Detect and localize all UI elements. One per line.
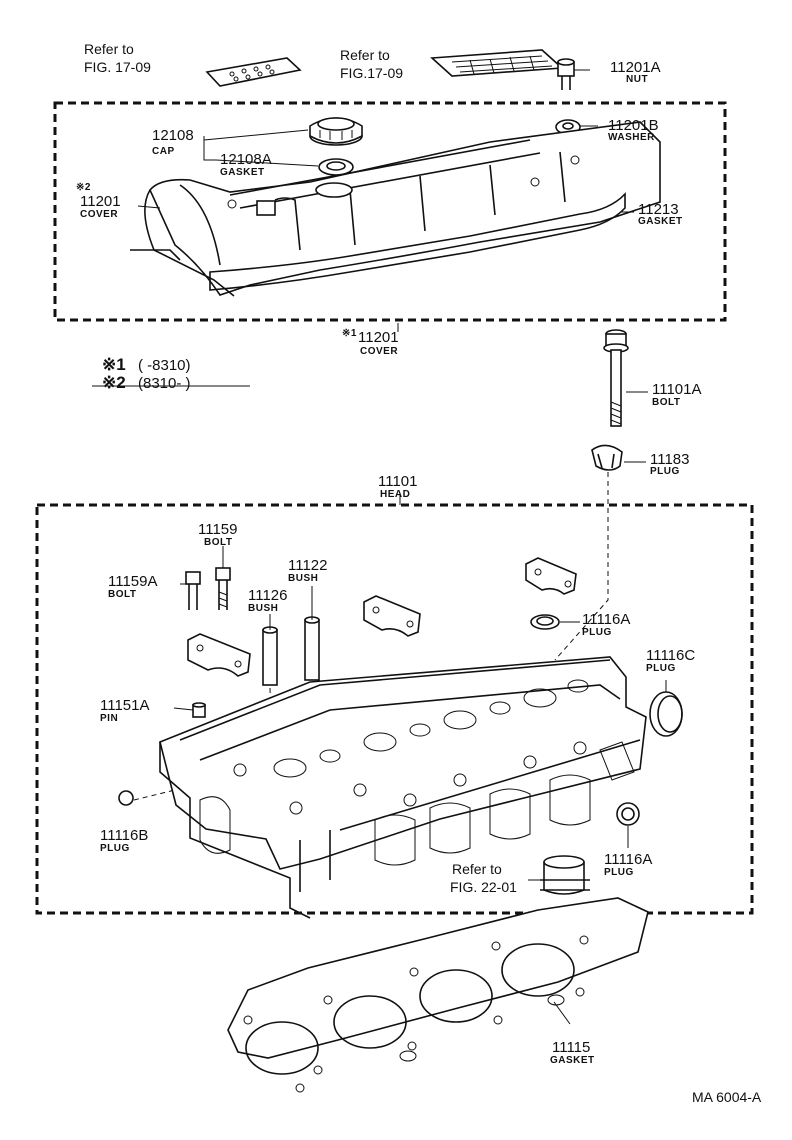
label-11151A-name: PIN	[100, 713, 118, 724]
ref-gasket-large	[430, 49, 564, 77]
plug-11116C	[649, 691, 683, 737]
label-11116B-name: PLUG	[100, 843, 130, 854]
label-11116C-name: PLUG	[646, 663, 676, 674]
label-11116A-top-name: PLUG	[582, 627, 612, 638]
label-11201-2-num: 11201	[80, 193, 121, 210]
label-11122-name: BUSH	[288, 573, 318, 584]
leader-lines	[92, 69, 667, 1025]
bolt-11159	[215, 567, 231, 610]
label-11201A-num: 11201A	[610, 59, 661, 76]
label-11183-name: PLUG	[650, 466, 680, 477]
label-11159A-num: 11159A	[108, 573, 158, 590]
pin-11151A	[192, 702, 206, 718]
nut-11201A	[557, 58, 575, 90]
bearing-cap-2	[363, 595, 421, 637]
note-1-mark: ※1	[102, 355, 126, 374]
ref-2-line2: FIG.17-09	[340, 65, 403, 81]
label-11201-2-name: COVER	[80, 209, 118, 220]
ref-1-line2: FIG. 17-09	[84, 59, 151, 75]
label-11183-num: 11183	[650, 451, 690, 468]
head-gasket-11115	[227, 897, 649, 1093]
label-11116A-bot-name: PLUG	[604, 867, 634, 878]
label-11201-1-mark: ※1	[342, 328, 357, 339]
label-11101-name: HEAD	[380, 489, 410, 500]
label-11115-num: 11115	[552, 1039, 590, 1056]
label-12108A-num: 12108A	[220, 151, 272, 168]
bolt-11159A	[185, 571, 201, 610]
label-11201-1-name: COVER	[360, 346, 398, 357]
label-11101A-name: BOLT	[652, 397, 680, 408]
note-2-range: (8310- )	[138, 375, 191, 392]
cylinder-head-11101	[159, 656, 647, 919]
label-11213-name: GASKET	[638, 216, 683, 227]
leader-plug-11116B	[133, 789, 176, 801]
label-11159-name: BOLT	[204, 537, 232, 548]
cover-group-box	[53, 101, 727, 322]
label-11116A-bot-num: 11116A	[604, 851, 652, 868]
plug-11183	[591, 444, 623, 471]
label-12108-name: CAP	[152, 146, 175, 157]
label-11126-name: BUSH	[248, 603, 278, 614]
label-11101-num: 11101	[378, 473, 418, 490]
head-cover-11201	[130, 121, 661, 297]
bush-11122	[304, 616, 320, 681]
label-11101A-num: 11101A	[652, 381, 702, 398]
note-2-mark: ※2	[102, 373, 126, 392]
label-11213-num: 11213	[638, 201, 679, 218]
label-11201-1-num: 11201	[358, 329, 399, 346]
label-11126-num: 11126	[248, 587, 288, 604]
ref-1-line1: Refer to	[84, 41, 134, 57]
label-11115-name: GASKET	[550, 1055, 595, 1066]
label-11201-2-mark: ※2	[76, 182, 91, 193]
label-11122-num: 11122	[288, 557, 328, 574]
label-11201B-num: 11201B	[608, 117, 659, 134]
head-bolt-11101A	[603, 329, 629, 427]
ref-3-line2: FIG. 22-01	[450, 879, 517, 895]
plug-11116A-top	[530, 614, 560, 630]
label-11159-num: 11159	[198, 521, 238, 538]
label-11116B-num: 11116B	[100, 827, 148, 844]
plug-11116A-bottom	[616, 802, 640, 826]
label-11116A-top-num: 11116A	[582, 611, 630, 628]
cap-gasket-12108A	[318, 158, 354, 176]
ref-gasket-small	[205, 57, 302, 87]
ref-3-line1: Refer to	[452, 861, 502, 877]
ref-2-line1: Refer to	[340, 47, 390, 63]
note-1-range: ( -8310)	[138, 357, 191, 374]
oil-filler-cap-12108	[309, 117, 363, 146]
label-12108A-name: GASKET	[220, 167, 265, 178]
bearing-cap-3	[525, 557, 577, 595]
plug-11116B	[118, 790, 134, 806]
label-11116C-num: 11116C	[646, 647, 695, 664]
head-group-box	[35, 503, 754, 915]
label-11201B-name: WASHER	[608, 132, 655, 143]
footer-code: MA 6004-A	[692, 1089, 762, 1105]
ref-part-fig-22-01	[540, 855, 590, 895]
label-11201A-name: NUT	[626, 74, 648, 85]
label-11159A-name: BOLT	[108, 589, 136, 600]
bush-11126	[262, 626, 278, 686]
head-cover-gasket-11213	[209, 191, 626, 291]
label-11151A-num: 11151A	[100, 697, 150, 714]
label-12108-num: 12108	[152, 127, 194, 144]
bearing-cap-1	[187, 633, 251, 677]
